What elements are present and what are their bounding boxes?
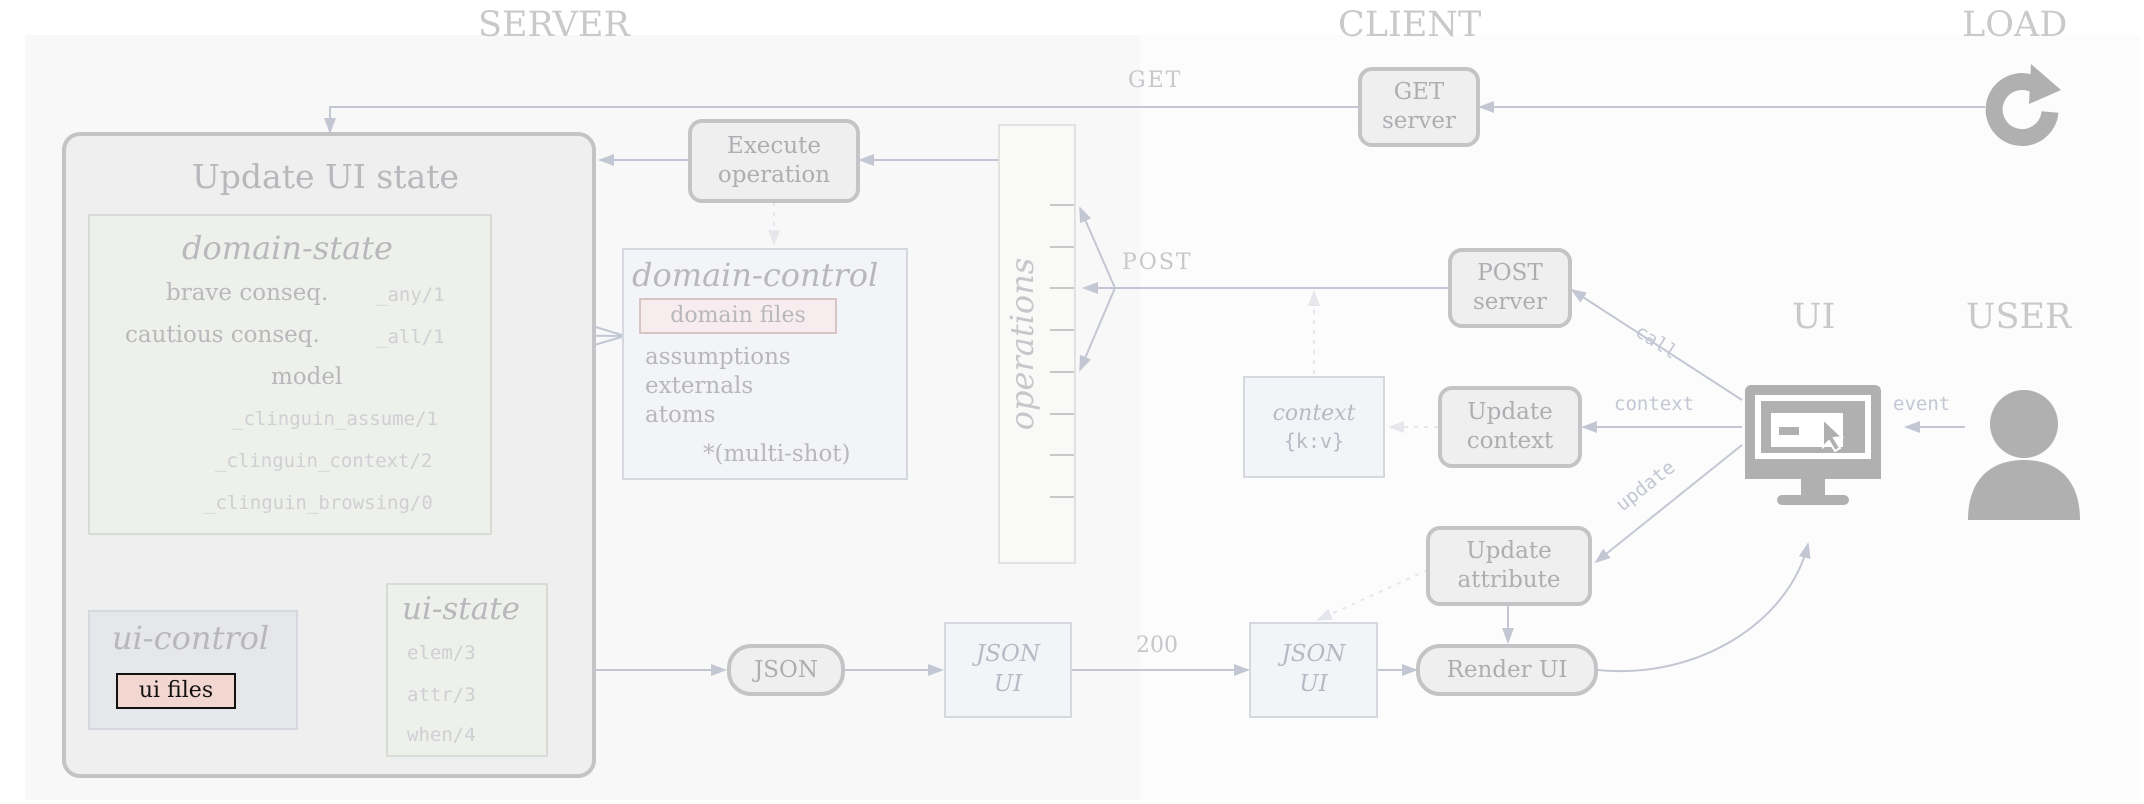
ui-state-box xyxy=(386,583,548,757)
model-label: model xyxy=(271,364,343,390)
reload-icon xyxy=(1985,64,2061,146)
operations-ticks xyxy=(1050,204,1074,498)
json-label: JSON xyxy=(754,656,818,683)
column-header-client: CLIENT xyxy=(1338,5,1482,45)
ui-state-atom-attr: attr/3 xyxy=(407,684,476,706)
execute-operation-line1: Execute xyxy=(727,133,821,160)
ui-control-title: ui-control xyxy=(112,619,270,657)
execute-operation-box: Execute operation xyxy=(688,119,860,203)
column-header-server: SERVER xyxy=(478,5,630,45)
brave-consequences-atom: _any/1 xyxy=(376,284,445,306)
ui-state-atom-when: when/4 xyxy=(407,724,476,746)
context-box-title: context xyxy=(1272,400,1356,426)
ui-state-atom-elem: elem/3 xyxy=(407,642,476,664)
edge-label-get: GET xyxy=(1128,68,1183,93)
domain-control-multishot: *(multi-shot) xyxy=(703,441,851,467)
context-box: context {k:v} xyxy=(1243,376,1385,478)
update-attribute-box: Update attribute xyxy=(1426,526,1592,606)
edge-update-attribute-to-json-ui xyxy=(1316,569,1429,621)
update-context-line2: context xyxy=(1466,428,1554,454)
json-ui-left-line1: JSON xyxy=(976,641,1040,668)
edge-monitor-update xyxy=(1594,444,1743,564)
execute-operation-line2: operation xyxy=(717,162,831,188)
brave-consequences-label: brave conseq. xyxy=(166,280,329,306)
json-ui-box-left: JSON UI xyxy=(944,622,1072,718)
clinguin-context-atom: _clinguin_context/2 xyxy=(215,450,433,472)
column-header-load: LOAD xyxy=(1962,5,2068,45)
cautious-consequences-atom: _all/1 xyxy=(376,326,445,348)
column-header-ui: UI xyxy=(1792,297,1836,337)
cautious-consequences-label: cautious conseq. xyxy=(125,322,320,348)
edge-label-200: 200 xyxy=(1136,633,1178,658)
update-attribute-line1: Update xyxy=(1466,538,1552,565)
domain-state-title: domain-state xyxy=(182,229,393,267)
json-ui-right-line2: UI xyxy=(1299,671,1328,697)
domain-files-box: domain files xyxy=(639,298,837,334)
edge-render-to-monitor xyxy=(1597,542,1811,673)
update-context-box: Update context xyxy=(1438,386,1582,468)
edge-fan-down xyxy=(1079,287,1116,372)
post-server-box: POST server xyxy=(1448,248,1572,328)
edge-get-to-update-ui-state xyxy=(324,106,1360,134)
domain-control-item-atoms: atoms xyxy=(645,402,716,428)
monitor-icon xyxy=(1745,385,1881,505)
operations-label-wrap: operations xyxy=(998,124,1046,564)
domain-control-item-externals: externals xyxy=(645,373,754,399)
edge-label-context: context xyxy=(1614,393,1695,415)
edge-label-event: event xyxy=(1893,393,1951,415)
render-ui-box: Render UI xyxy=(1416,644,1598,696)
edge-fan-up xyxy=(1079,206,1116,289)
user-icon xyxy=(1968,390,2080,520)
clinguin-assume-atom: _clinguin_assume/1 xyxy=(232,408,438,430)
edge-monitor-call xyxy=(1570,288,1743,401)
json-ui-left-line2: UI xyxy=(993,671,1023,697)
ui-control-box xyxy=(88,610,298,730)
clinguin-browsing-atom: _clinguin_browsing/0 xyxy=(204,492,433,514)
update-context-line1: Update xyxy=(1467,399,1553,426)
context-box-value: {k:v} xyxy=(1283,429,1345,454)
edge-label-post: POST xyxy=(1122,250,1193,275)
update-attribute-line2: attribute xyxy=(1457,567,1561,593)
get-server-box: GET server xyxy=(1358,67,1480,147)
json-box: JSON xyxy=(727,644,845,696)
domain-control-box xyxy=(622,248,908,480)
domain-state-box xyxy=(88,214,492,535)
domain-control-title: domain-control xyxy=(632,256,879,294)
post-server-line2: server xyxy=(1472,289,1547,315)
ui-files-box: ui files xyxy=(116,673,236,709)
update-ui-state-title: Update UI state xyxy=(192,157,460,196)
column-header-user: USER xyxy=(1966,297,2072,337)
json-ui-right-line1: JSON xyxy=(1281,641,1346,668)
domain-control-item-assumptions: assumptions xyxy=(645,344,791,370)
get-server-line1: GET xyxy=(1393,79,1445,106)
operations-label: operations xyxy=(1003,257,1041,431)
get-server-line2: server xyxy=(1381,108,1456,134)
post-server-line1: POST xyxy=(1477,260,1543,287)
ui-state-title: ui-state xyxy=(402,591,521,627)
operations-column xyxy=(998,124,1076,564)
json-ui-box-right: JSON UI xyxy=(1249,622,1378,718)
render-ui-label: Render UI xyxy=(1446,656,1568,683)
